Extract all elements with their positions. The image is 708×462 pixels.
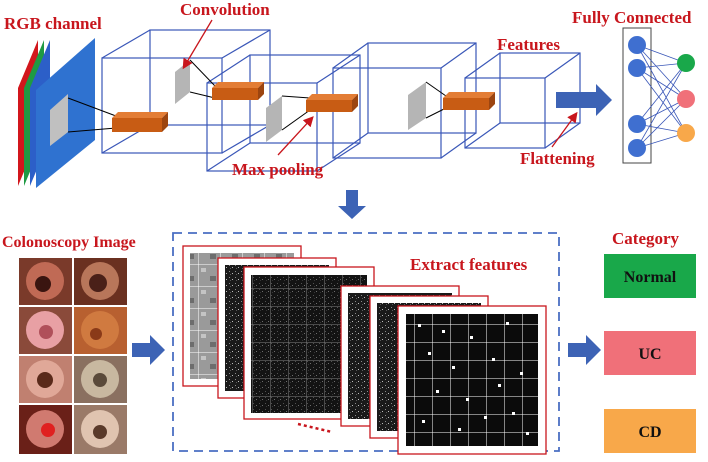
colonoscopy-image bbox=[19, 307, 72, 354]
conv-volume-2 bbox=[206, 54, 361, 172]
colonoscopy-image bbox=[74, 356, 127, 403]
input-to-features-arrow bbox=[132, 335, 165, 365]
kernel-block-4 bbox=[443, 92, 495, 110]
label-convolution: Convolution bbox=[180, 0, 270, 19]
kernel-block-1 bbox=[112, 112, 168, 132]
label-colonoscopy-image: Colonoscopy Image bbox=[2, 234, 136, 251]
kernel-block-3 bbox=[306, 94, 358, 112]
fully-connected-network bbox=[622, 27, 695, 164]
feature-map-stack-1 bbox=[182, 245, 375, 420]
category-label-cd: CD bbox=[638, 424, 661, 441]
category-label-uc: UC bbox=[638, 346, 661, 363]
category-box-cd bbox=[604, 409, 696, 453]
colonoscopy-image bbox=[19, 405, 72, 454]
input-neurons bbox=[628, 36, 646, 157]
feature-volume bbox=[464, 52, 581, 149]
input-neuron bbox=[628, 36, 646, 54]
colonoscopy-image bbox=[74, 258, 127, 305]
label-flattening: Flattening bbox=[520, 149, 595, 168]
label-max-pooling: Max pooling bbox=[232, 160, 324, 179]
colonoscopy-image bbox=[19, 356, 72, 403]
input-layer-box bbox=[622, 27, 652, 164]
colonoscopy-image-grid bbox=[18, 256, 128, 456]
kernel-block-2 bbox=[212, 82, 264, 100]
receptive-fields bbox=[175, 60, 426, 142]
features-to-category-arrow bbox=[568, 335, 601, 365]
label-features: Features bbox=[497, 35, 560, 54]
kernel-connection-lines bbox=[67, 59, 447, 133]
final-feature-map bbox=[406, 314, 538, 446]
colonoscopy-image bbox=[19, 258, 72, 305]
label-category: Category bbox=[612, 229, 680, 248]
ellipsis-dots bbox=[635, 85, 639, 107]
conv-volume-3 bbox=[332, 42, 477, 159]
down-arrow bbox=[338, 190, 366, 219]
colonoscopy-image bbox=[74, 405, 127, 454]
rgb-input-stack bbox=[18, 38, 95, 188]
kernel-blocks bbox=[112, 82, 495, 132]
colonoscopy-image bbox=[74, 307, 127, 354]
input-neuron bbox=[628, 59, 646, 77]
label-rgb-channel: RGB channel bbox=[4, 14, 102, 33]
output-neuron-normal bbox=[677, 54, 695, 72]
category-box-uc bbox=[604, 331, 696, 375]
category-box-normal bbox=[604, 254, 696, 298]
category-boxes: Normal UC CD bbox=[604, 254, 696, 453]
label-fully-connected: Fully Connected bbox=[572, 8, 692, 27]
continuation-dots bbox=[297, 422, 333, 434]
annotation-arrows bbox=[182, 19, 578, 156]
feature-extractor-box bbox=[172, 232, 560, 452]
input-neuron bbox=[628, 139, 646, 157]
output-neuron-uc bbox=[677, 90, 695, 108]
feature-map-stack-2 bbox=[340, 285, 547, 455]
flatten-arrow bbox=[556, 84, 612, 116]
output-neuron-cd bbox=[677, 124, 695, 142]
category-label-normal: Normal bbox=[624, 269, 677, 286]
activation-points bbox=[418, 322, 529, 435]
input-neuron bbox=[628, 115, 646, 133]
label-extract-features: Extract features bbox=[410, 255, 528, 274]
